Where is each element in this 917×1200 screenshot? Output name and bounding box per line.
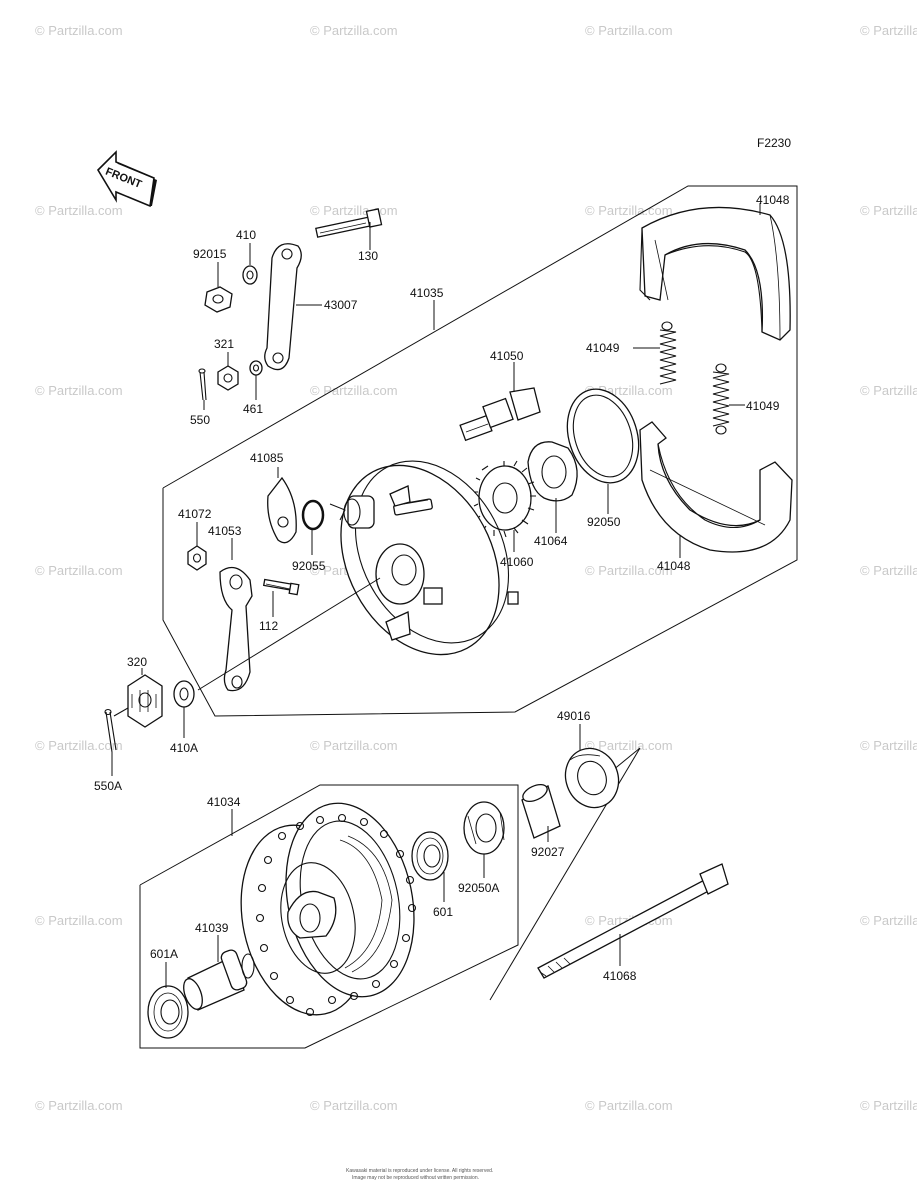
part-601A-bearing <box>147 985 189 1039</box>
label-461: 461 <box>243 402 263 416</box>
watermark: © Partzilla.com <box>860 1098 917 1113</box>
footer-line: Image may not be reproduced without writ… <box>352 1175 479 1181</box>
part-320-castle-nut <box>127 674 163 728</box>
label-92027: 92027 <box>531 845 565 859</box>
label-41050: 41050 <box>490 349 524 363</box>
watermark: © Partzilla.com <box>35 563 123 578</box>
label-321: 321 <box>214 337 234 351</box>
watermark: © Partzilla.com <box>860 203 917 218</box>
part-550-pin <box>198 368 207 401</box>
part-601-bearing <box>411 831 449 881</box>
part-41035-brake-panel <box>340 460 519 656</box>
part-92055-oring <box>301 499 325 531</box>
label-130: 130 <box>358 249 378 263</box>
watermark: © Partzilla.com <box>35 23 123 38</box>
part-41050-cam <box>459 387 541 442</box>
label-92015: 92015 <box>193 247 227 261</box>
part-49016-seal <box>564 747 620 809</box>
part-41064-plate <box>527 441 578 502</box>
part-41039-spacer <box>183 949 255 1011</box>
watermark: © Partzilla.com <box>310 738 398 753</box>
part-550A-pin <box>104 707 129 753</box>
part-410-washer <box>242 265 258 285</box>
label-320: 320 <box>127 655 147 669</box>
label-41048-top: 41048 <box>756 193 790 207</box>
label-41085: 41085 <box>250 451 284 465</box>
part-41068-axle <box>537 863 729 979</box>
part-112-bolt <box>262 578 300 596</box>
part-461-washer <box>249 360 263 376</box>
watermark: © Partzilla.com <box>585 203 673 218</box>
part-43007-arm <box>264 243 302 371</box>
label-92050: 92050 <box>587 515 621 529</box>
label-410: 410 <box>236 228 256 242</box>
part-41053-lever <box>219 566 253 692</box>
part-92027-collar <box>521 783 561 839</box>
part-321-nut <box>217 365 239 391</box>
brake-panel-group-outline <box>162 185 798 717</box>
watermark: © Partzilla.com <box>860 913 917 928</box>
label-41048-bottom: 41048 <box>657 559 691 573</box>
part-41048-shoe-top <box>639 206 791 341</box>
watermark: © Partzilla.com <box>585 563 673 578</box>
part-92015-nut <box>204 286 233 313</box>
watermark: © Partzilla.com <box>310 203 398 218</box>
label-550: 550 <box>190 413 210 427</box>
part-92050-seal <box>566 388 640 484</box>
label-41034: 41034 <box>207 795 241 809</box>
label-41039: 41039 <box>195 921 229 935</box>
watermark: © Partzilla.com <box>585 1098 673 1113</box>
label-41072: 41072 <box>178 507 212 521</box>
label-92050A: 92050A <box>458 881 499 895</box>
label-550A: 550A <box>94 779 122 793</box>
watermark: © Partzilla.com <box>35 383 123 398</box>
watermark: © Partzilla.com <box>860 738 917 753</box>
label-41035: 41035 <box>410 286 444 300</box>
watermark: © Partzilla.com <box>860 23 917 38</box>
part-410A-washer <box>173 680 195 708</box>
figure-code: F2230 <box>757 136 791 150</box>
label-41068: 41068 <box>603 969 637 983</box>
part-41072-nut <box>187 545 207 571</box>
watermark: © Partzilla.com <box>35 1098 123 1113</box>
part-41049-spring-right <box>712 363 730 435</box>
watermark: © Partzilla.com <box>585 23 673 38</box>
watermark: © Partzilla.com <box>310 23 398 38</box>
label-112: 112 <box>259 619 278 633</box>
label-41064: 41064 <box>534 534 568 548</box>
part-41034-hub <box>240 802 417 1017</box>
watermark: © Partzilla.com <box>35 913 123 928</box>
footer-line: Kawasaki material is reproduced under li… <box>346 1168 493 1174</box>
hub-group-outline <box>139 784 519 1049</box>
label-601: 601 <box>433 905 453 919</box>
watermark: © Partzilla.com <box>310 1098 398 1113</box>
label-410A: 410A <box>170 741 198 755</box>
label-43007: 43007 <box>324 298 358 312</box>
watermark: © Partzilla.com <box>35 203 123 218</box>
label-41053: 41053 <box>208 524 242 538</box>
watermark: © Partzilla.com <box>860 563 917 578</box>
part-92050A-seal <box>463 801 505 855</box>
label-41049-right: 41049 <box>746 399 780 413</box>
label-92055: 92055 <box>292 559 326 573</box>
watermarks: © Partzilla.com © Partzilla.com © Partzi… <box>35 23 917 1113</box>
watermark: © Partzilla.com <box>860 383 917 398</box>
part-41085-indicator <box>267 476 297 544</box>
label-49016: 49016 <box>557 709 591 723</box>
label-41060: 41060 <box>500 555 534 569</box>
label-601A: 601A <box>150 947 178 961</box>
part-41048-shoe-bottom <box>639 421 793 553</box>
watermark: © Partzilla.com <box>310 383 398 398</box>
part-41049-spring-left <box>659 321 677 385</box>
watermark: © Partzilla.com <box>35 738 123 753</box>
label-41049-left: 41049 <box>586 341 620 355</box>
part-41060-gear <box>473 460 536 538</box>
front-arrow-icon: FRONT <box>96 150 157 208</box>
watermark: © Partzilla.com <box>585 738 673 753</box>
